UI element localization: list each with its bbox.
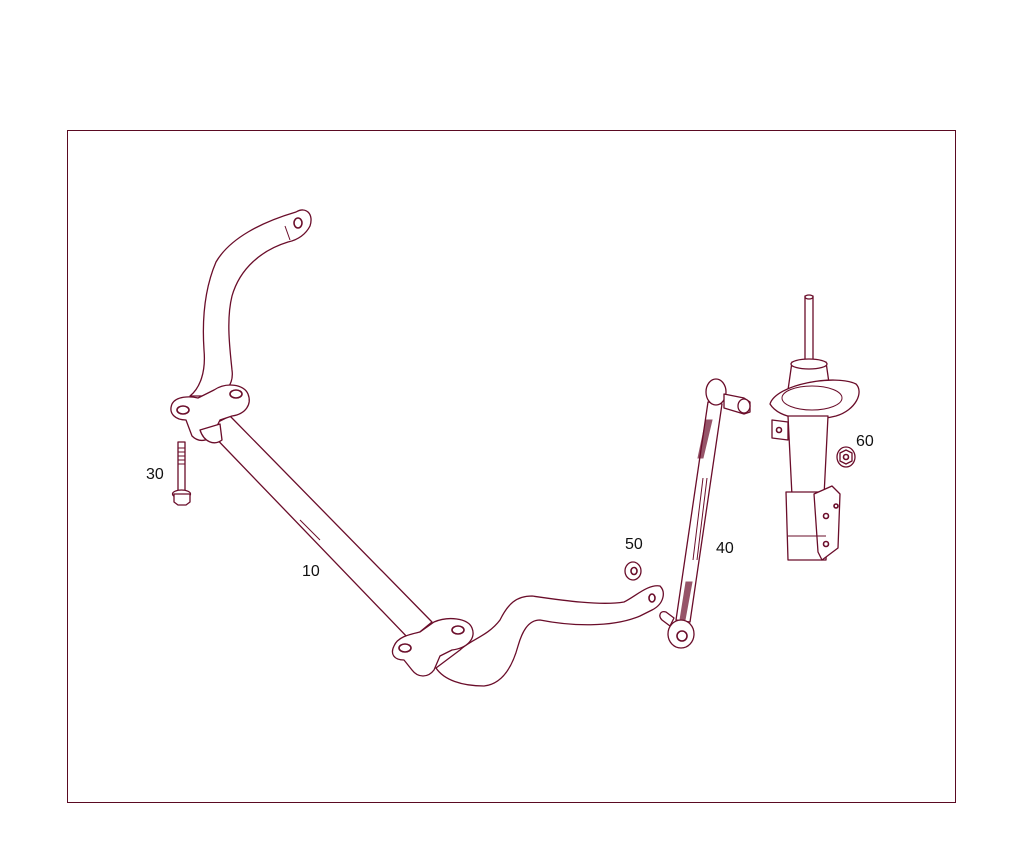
- nut-part-50[interactable]: [624, 561, 642, 581]
- bolt-part-30[interactable]: [171, 441, 192, 506]
- nut-part-60[interactable]: [836, 446, 856, 468]
- diagram-frame: [67, 130, 956, 803]
- callout-40: 40: [716, 540, 734, 557]
- stabilizer-link-part-40[interactable]: [659, 378, 751, 649]
- callout-50: 50: [625, 536, 643, 553]
- callout-10: 10: [302, 563, 320, 580]
- shock-absorber-strut[interactable]: [769, 294, 860, 561]
- stabilizer-bar-part-10[interactable]: [170, 209, 664, 687]
- callout-30: 30: [146, 466, 164, 483]
- callout-60: 60: [856, 433, 874, 450]
